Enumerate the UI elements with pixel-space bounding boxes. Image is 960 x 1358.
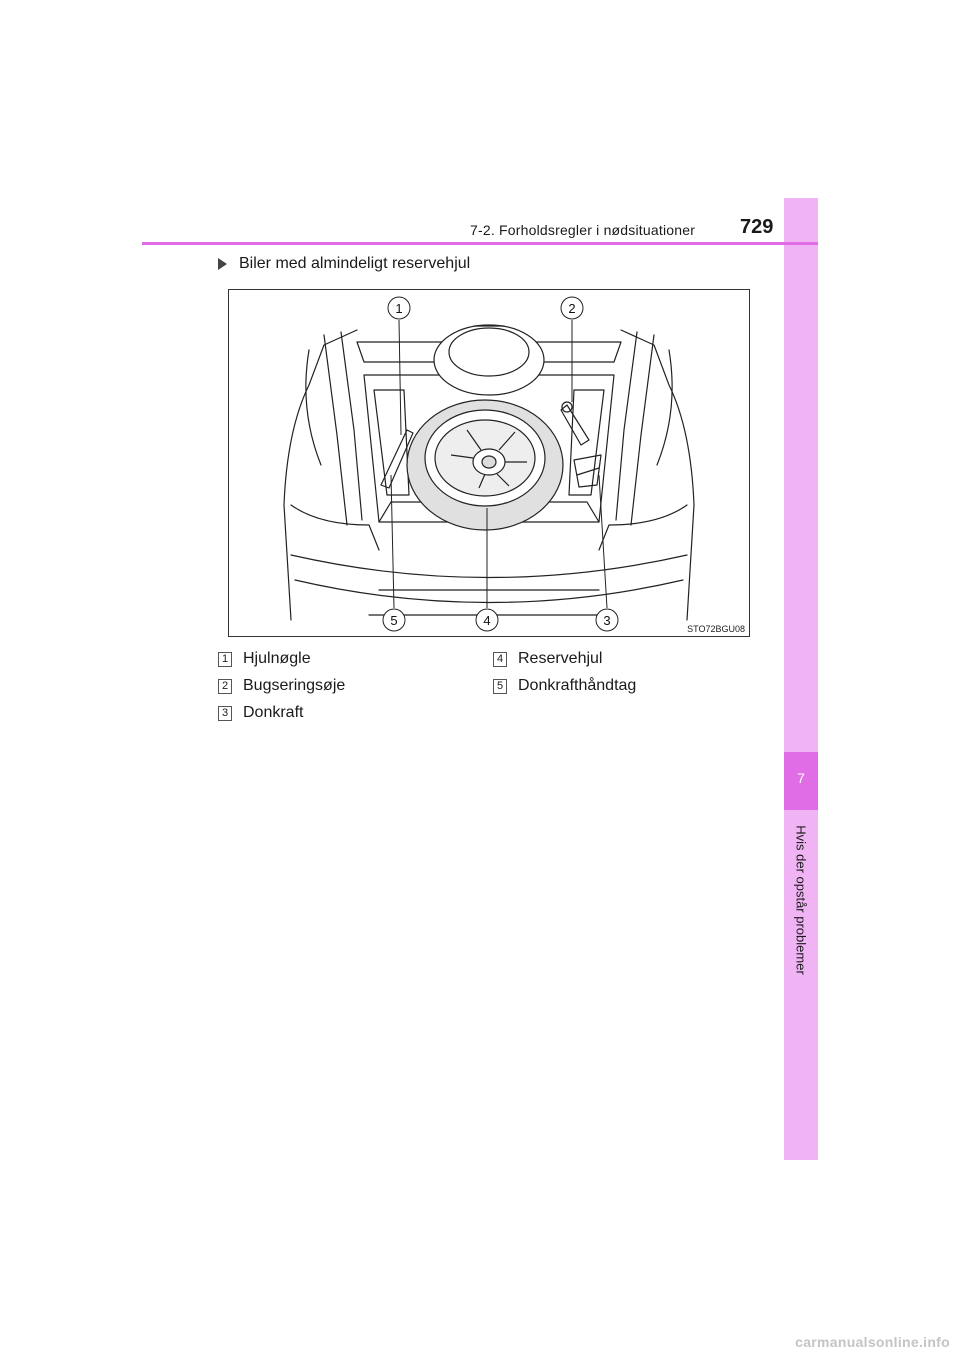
legend-item: 5 Donkrafthåndtag [493, 677, 636, 695]
legend-label: Hjulnøgle [243, 650, 311, 667]
section-title: 7-2. Forholdsregler i nødsituationer [470, 222, 696, 238]
sidebar-band-top [784, 198, 818, 752]
trunk-diagram: 1 2 3 4 5 [283, 296, 695, 632]
chapter-number: 7 [797, 770, 805, 786]
subheading-text: Biler med almindeligt reservehjul [239, 255, 471, 272]
legend-number: 2 [218, 678, 232, 694]
header-rule [142, 242, 818, 245]
legend-item: 4 Reservehjul [493, 650, 602, 668]
trunk-illustration: 1 2 3 4 5 STO72BGU08 [228, 289, 750, 637]
legend-number: 3 [218, 705, 232, 721]
legend-label: Bugseringsøje [243, 677, 346, 694]
subheading: Biler med almindeligt reservehjul [218, 255, 470, 273]
callout-5: 5 [390, 613, 397, 628]
legend-item: 1 Hjulnøgle [218, 650, 311, 668]
chapter-title: Hvis der opstår problemer [793, 825, 809, 975]
callout-4: 4 [483, 613, 490, 628]
legend-item: 3 Donkraft [218, 704, 303, 722]
legend-number: 1 [218, 651, 232, 667]
sidebar-band-bottom [784, 810, 818, 1160]
legend-number: 5 [493, 678, 507, 694]
legend-number: 4 [493, 651, 507, 667]
callout-2: 2 [568, 301, 575, 316]
triangle-bullet-icon [218, 258, 227, 270]
legend-label: Donkraft [243, 704, 304, 721]
figure-code: STO72BGU08 [687, 624, 745, 634]
footer-watermark[interactable]: carmanualsonline.info [795, 1334, 950, 1350]
legend-item: 2 Bugseringsøje [218, 677, 345, 695]
legend-label: Reservehjul [518, 650, 603, 667]
sidebar-chapter-tab [784, 752, 818, 810]
page-number: 729 [740, 216, 774, 238]
callout-1: 1 [395, 301, 402, 316]
callout-3: 3 [603, 613, 610, 628]
legend-label: Donkrafthåndtag [518, 677, 637, 694]
